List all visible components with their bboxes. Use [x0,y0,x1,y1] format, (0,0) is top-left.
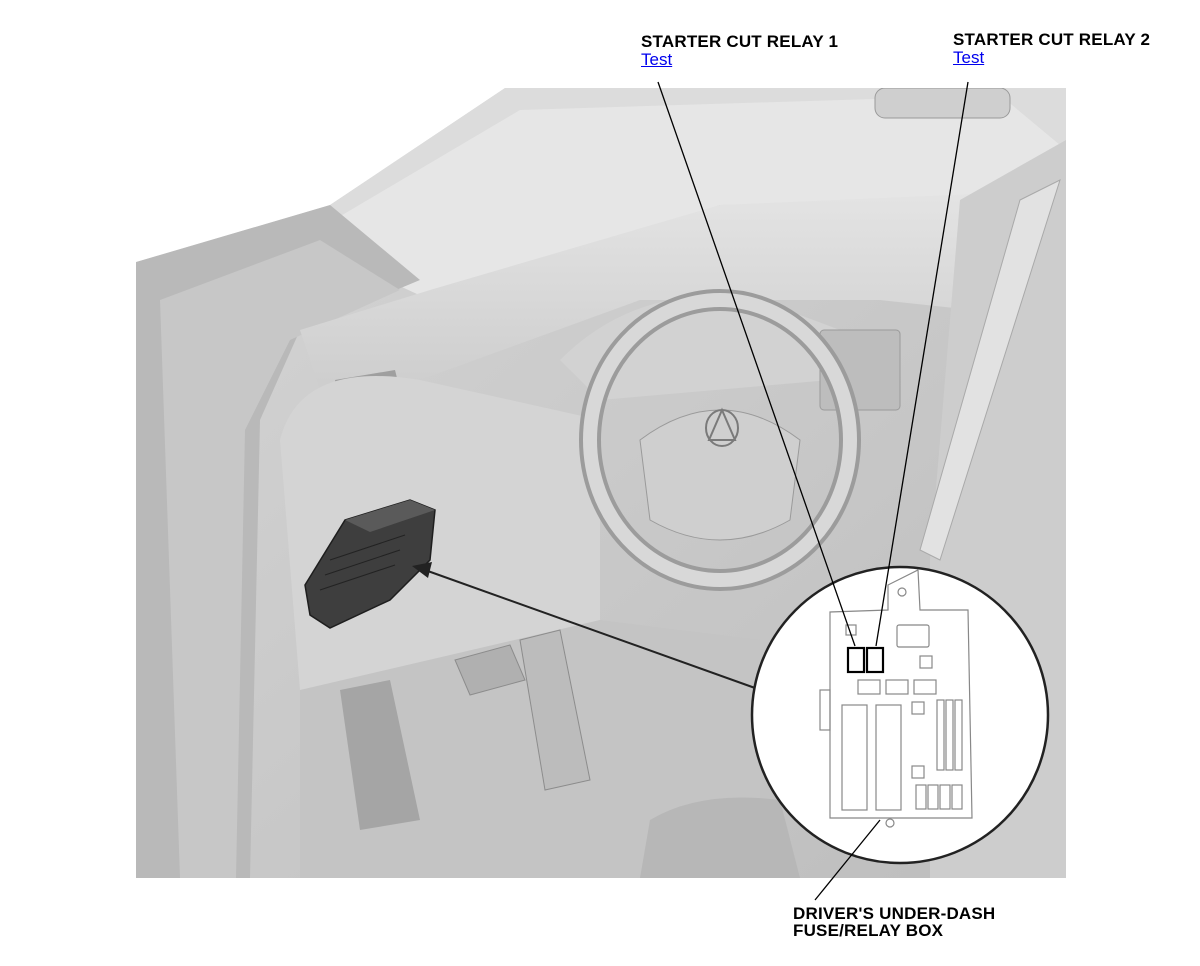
starter-cut-relay-2-test-link[interactable]: Test [953,48,985,67]
fuse-box-detail-magnifier [750,565,1050,865]
fuse-box-label-line-2: FUSE/RELAY BOX [793,921,944,940]
starter-cut-relay-1-test-link[interactable]: Test [641,50,673,69]
starter-cut-relay-1-label: STARTER CUT RELAY 1 [641,32,839,51]
leader-lines [657,81,969,901]
starter-cut-relay-1-marker [846,646,866,674]
starter-cut-relay-2-marker [865,646,885,674]
starter-cut-relay-2-label: STARTER CUT RELAY 2 [953,30,1151,49]
fuse-box-label-line-1: DRIVER'S UNDER-DASH [793,904,996,923]
fuse-box-outline [819,569,973,828]
fuse-relay-box-location [304,499,436,629]
location-arrow [412,562,756,689]
